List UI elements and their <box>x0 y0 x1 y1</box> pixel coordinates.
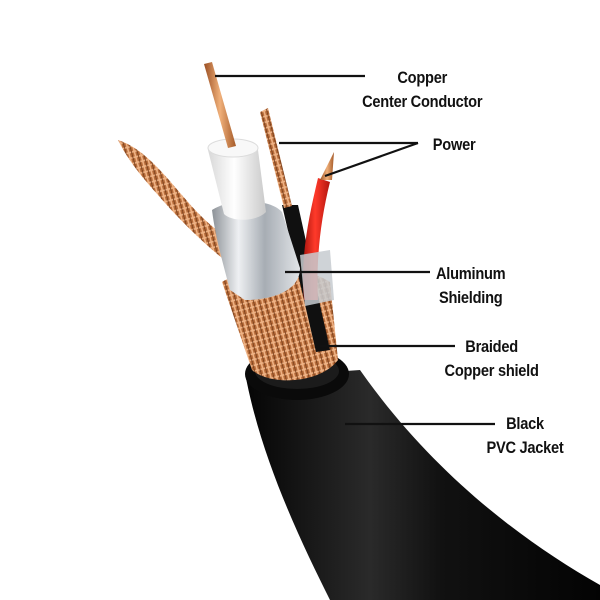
label-line: Center Conductor <box>362 92 483 111</box>
label-line: Braided <box>465 337 518 356</box>
pvc-jacket <box>245 348 600 600</box>
dielectric-insulator <box>208 141 266 220</box>
label-line: Power <box>432 135 476 154</box>
aluminum-foil <box>212 201 334 306</box>
label-power: Power <box>424 133 484 157</box>
label-copper-center-conductor: Copper Center Conductor <box>362 66 482 114</box>
label-line: Black <box>506 414 544 433</box>
copper-center-conductor <box>204 62 236 148</box>
leader-lines <box>215 74 495 426</box>
label-black-pvc-jacket: Black PVC Jacket <box>482 412 568 460</box>
label-line: Aluminum <box>435 264 506 283</box>
label-line: Copper <box>397 68 448 87</box>
label-line: Copper shield <box>444 361 539 380</box>
copper-power-strand <box>260 108 292 208</box>
label-braided-copper-shield: Braided Copper shield <box>440 335 543 383</box>
label-line: PVC Jacket <box>486 438 564 457</box>
label-line: Shielding <box>438 288 503 307</box>
label-aluminum-shielding: Aluminum Shielding <box>432 262 509 310</box>
